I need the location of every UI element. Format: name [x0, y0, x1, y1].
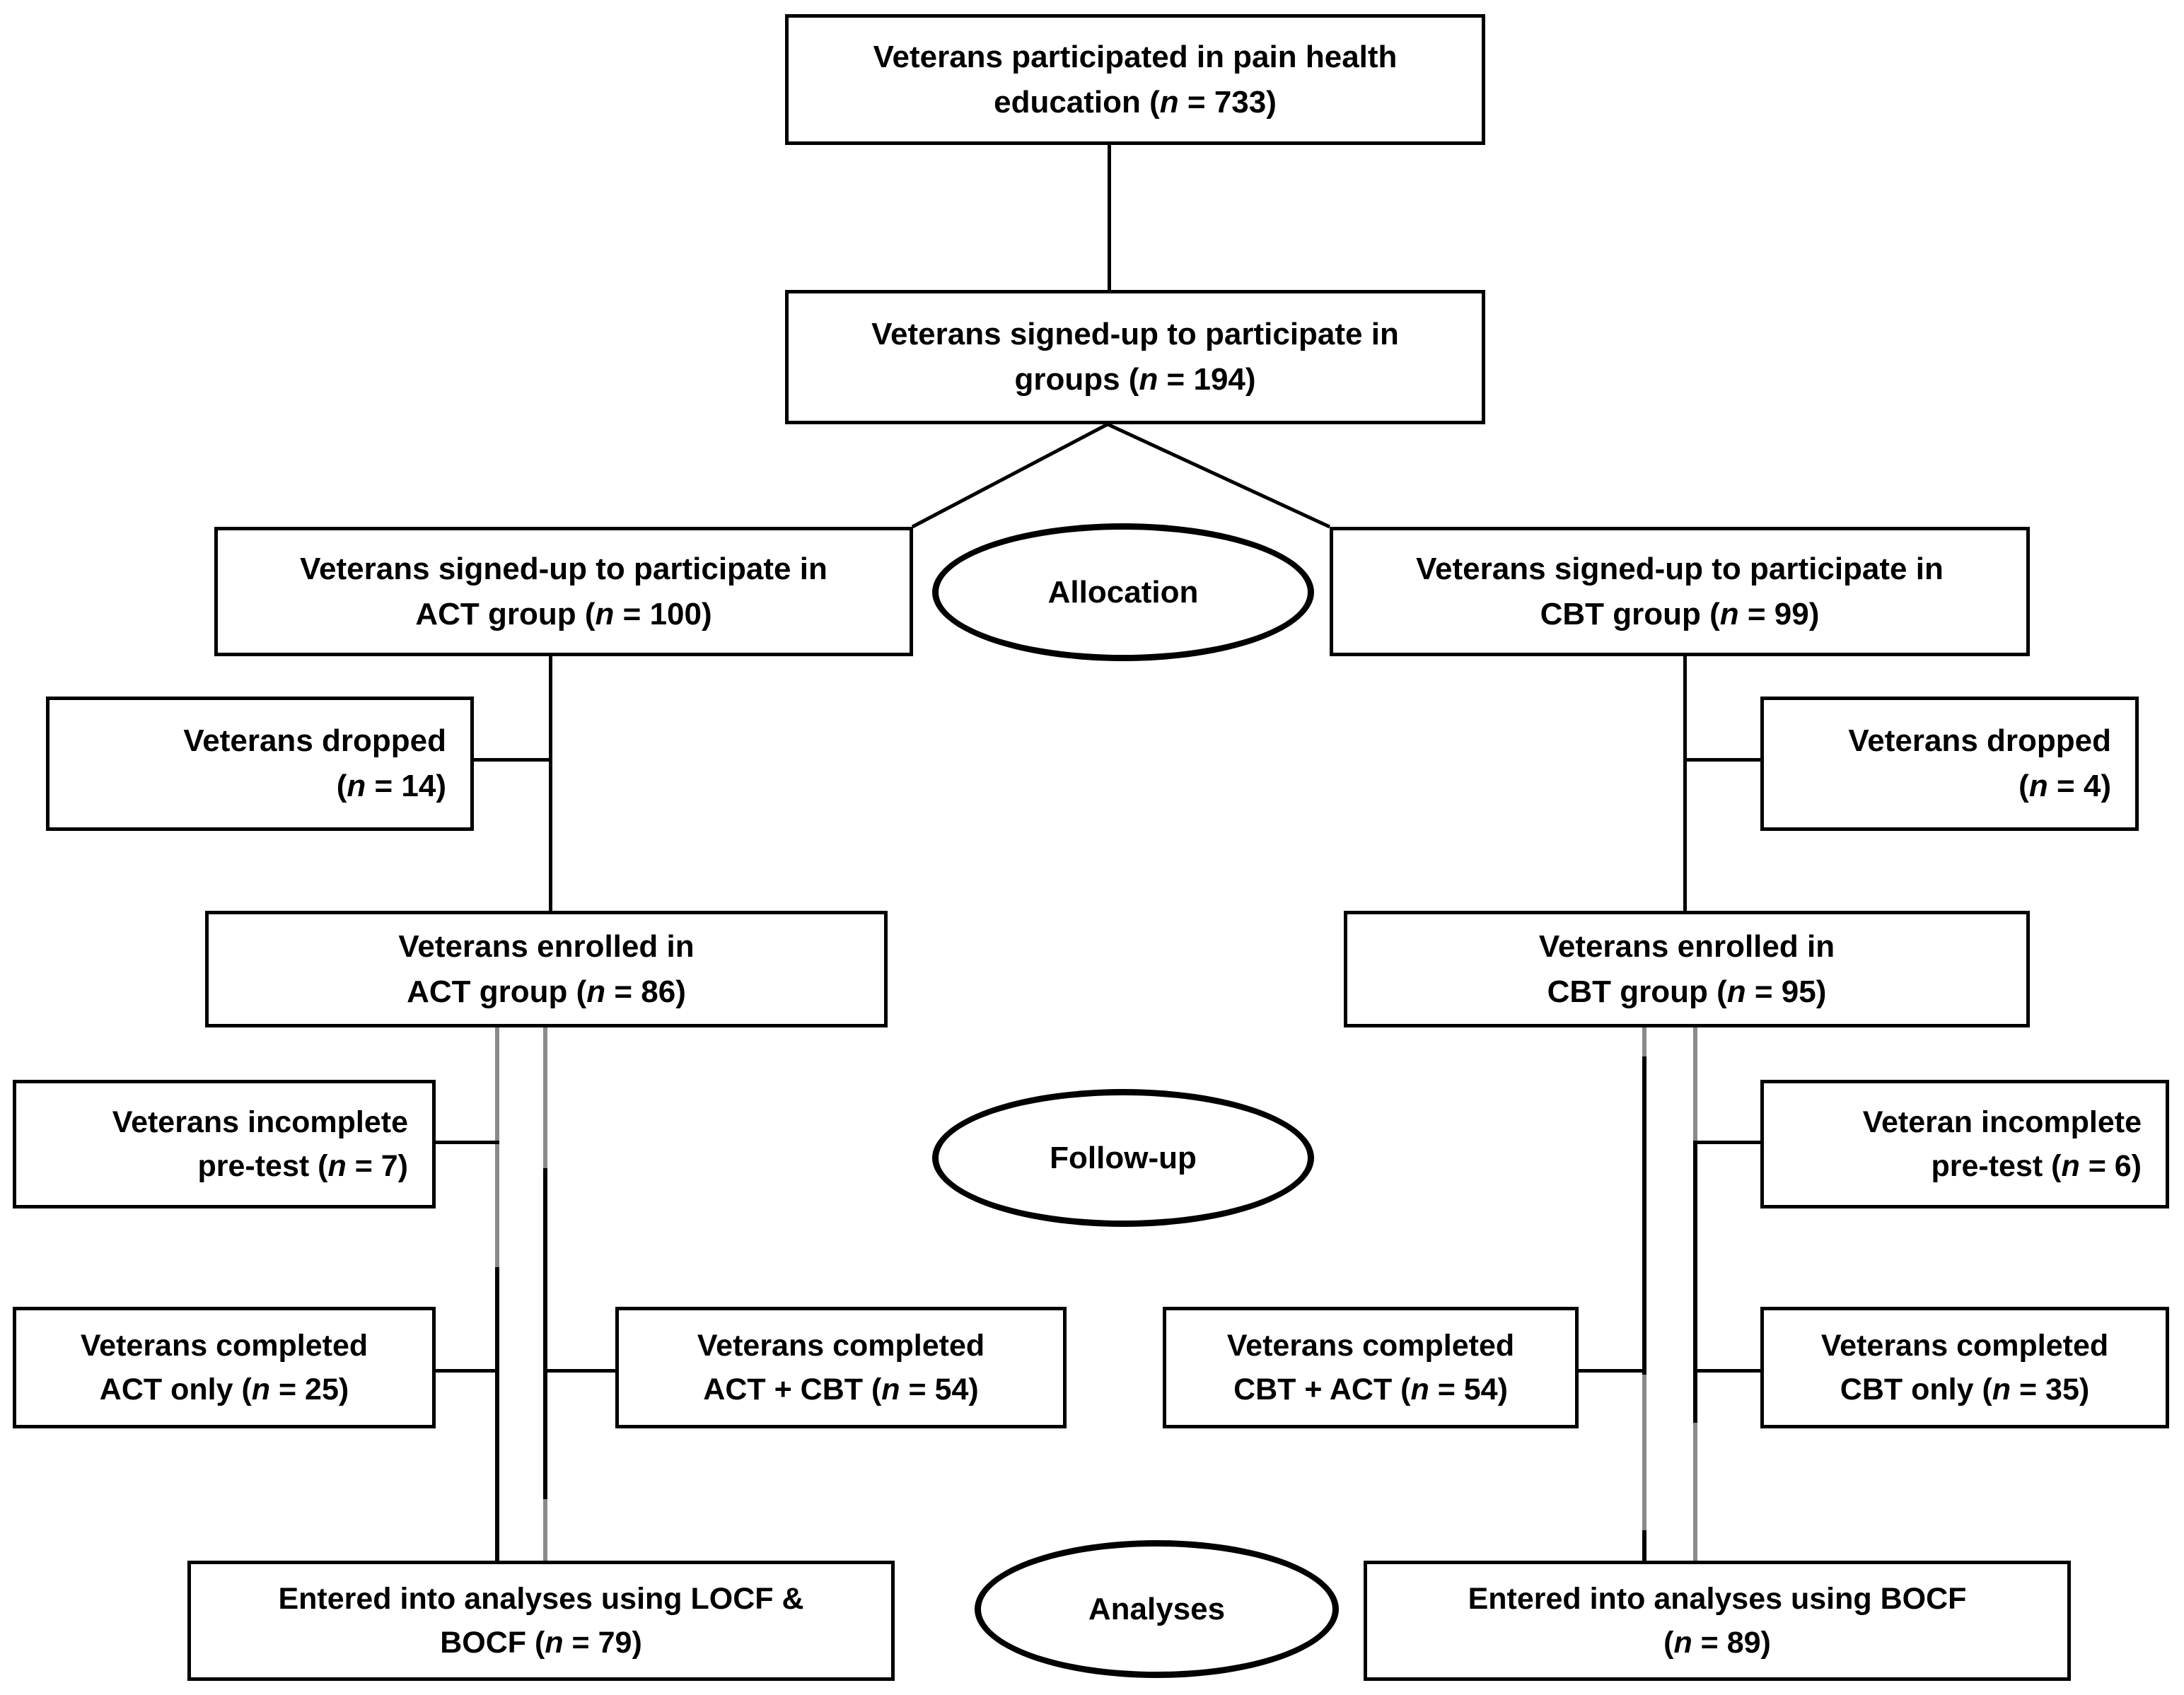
connector-top-to-signup — [1108, 145, 1111, 290]
connector-cbt-rail-right-upper — [1693, 1027, 1697, 1143]
stage-ellipse-analyses: Analyses — [975, 1540, 1339, 1678]
connector-cbt-rail-right-mid — [1693, 1143, 1697, 1423]
connector-act-incomplete — [433, 1141, 499, 1144]
stage-ellipse-followup: Follow-up — [932, 1089, 1314, 1227]
connector-act-signup-to-enrolled — [549, 656, 552, 911]
node-text: Entered into analyses using LOCF &BOCF (… — [278, 1581, 804, 1660]
node-cbt-dropped[interactable]: Veterans dropped(n = 4) — [1760, 697, 2139, 831]
node-text: Entered into analyses using BOCF(n = 89) — [1468, 1581, 1967, 1660]
connector-act-rail-right-upper — [543, 1027, 547, 1168]
connector-act-rail-left-lower — [495, 1267, 499, 1564]
connector-act-rail-right-mid — [543, 1168, 547, 1564]
connector-act-rail-left-upper — [495, 1027, 499, 1267]
connector-cbt-plus-act — [1574, 1369, 1645, 1373]
connector-cbt-rail-left-mid — [1642, 1056, 1646, 1375]
connector-cbt-dropped — [1683, 758, 1763, 762]
connector-act-dropped — [471, 758, 552, 762]
connector-cbt-rail-left-lowmid — [1642, 1375, 1646, 1530]
stage-ellipse-allocation: Allocation — [932, 523, 1314, 661]
connector-act-rail-right-lower — [543, 1499, 547, 1564]
connector-cbt-only — [1693, 1369, 1764, 1373]
connector-act-plus-cbt — [547, 1369, 618, 1373]
stage-label: Analyses — [1088, 1591, 1226, 1626]
node-cbt-entered-analyses[interactable]: Entered into analyses using BOCF(n = 89) — [1364, 1561, 2071, 1681]
stage-label: Follow-up — [1050, 1140, 1197, 1175]
connector-cbt-rail-right-lower — [1693, 1423, 1697, 1564]
node-act-dropped[interactable]: Veterans dropped(n = 14) — [46, 697, 474, 831]
node-text: Veterans dropped(n = 14) — [183, 723, 446, 803]
stage-label: Allocation — [1047, 574, 1199, 610]
node-text: Veterans dropped(n = 4) — [1848, 723, 2111, 803]
connector-cbt-signup-to-enrolled — [1683, 656, 1687, 911]
connector-cbt-rail-left-lower — [1642, 1530, 1646, 1564]
node-act-entered-analyses[interactable]: Entered into analyses using LOCF &BOCF (… — [187, 1561, 895, 1681]
connector-cbt-incomplete — [1693, 1141, 1764, 1144]
connector-act-only — [433, 1369, 499, 1373]
connector-cbt-rail-left-upper — [1642, 1027, 1646, 1056]
